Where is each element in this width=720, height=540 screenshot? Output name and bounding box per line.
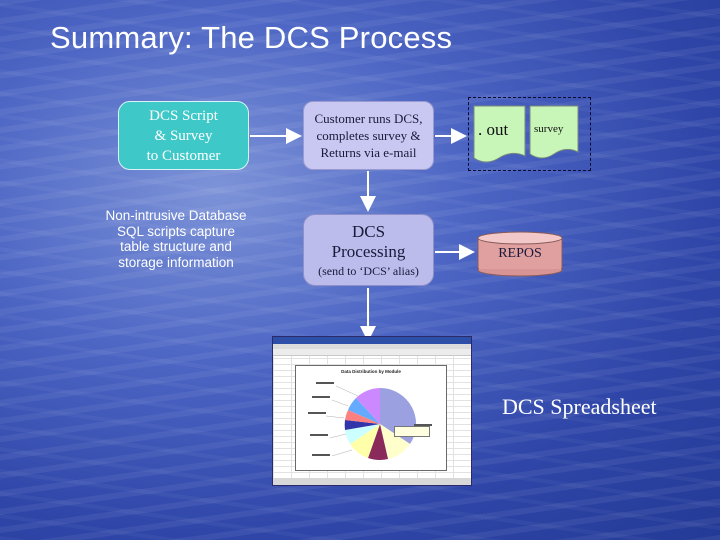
pie-graphic	[308, 382, 432, 460]
dcs-processing-box: DCS Processing (send to ‘DCS’ alias)	[303, 214, 434, 286]
thumbnail-callout	[394, 426, 430, 437]
customer-runs-box: Customer runs DCS, completes survey & Re…	[303, 101, 434, 170]
out-file-label: . out	[478, 120, 509, 139]
dcs-spreadsheet-label: DCS Spreadsheet	[502, 394, 657, 419]
out-document-shape	[473, 105, 526, 163]
note-line: storage information	[118, 254, 234, 270]
thumbnail-title-bar	[273, 337, 471, 344]
dcs-script-line: DCS Script	[149, 107, 218, 124]
repos-label: REPOS	[498, 246, 542, 261]
dcs-script-line: to Customer	[146, 147, 221, 164]
spreadsheet-screenshot: Data Distribution by Module	[272, 336, 472, 486]
customer-runs-line: completes survey &	[316, 128, 421, 143]
customer-runs-line: Customer runs DCS,	[314, 111, 423, 126]
thumbnail-toolbar	[273, 349, 471, 356]
thumbnail-chart-title: Data Distribution by Module	[341, 369, 401, 374]
thumbnail-pie-chart: Data Distribution by Module	[295, 365, 447, 471]
note-line: SQL scripts capture	[116, 223, 236, 239]
processing-title-line: DCS	[351, 221, 386, 241]
database-scripts-note: Non-intrusive Database SQL scripts captu…	[86, 208, 266, 270]
survey-document-shape	[529, 105, 579, 159]
thumbnail-status-bar	[273, 478, 471, 485]
dcs-script-line: & Survey	[154, 127, 213, 144]
note-line: table structure and	[120, 239, 232, 254]
page-title: Summary: The DCS Process	[50, 20, 453, 55]
survey-file-label: survey	[534, 123, 564, 135]
repos-cylinder	[477, 231, 563, 277]
note-line: Non-intrusive Database	[105, 208, 247, 223]
customer-runs-line: Returns via e-mail	[320, 145, 417, 160]
thumbnail-menu-bar	[273, 344, 471, 349]
dcs-script-box: DCS Script & Survey to Customer	[118, 101, 249, 170]
processing-subtitle: (send to ‘DCS’ alias)	[318, 263, 419, 278]
output-files-group	[468, 97, 591, 171]
processing-title-line: Processing	[331, 241, 406, 261]
